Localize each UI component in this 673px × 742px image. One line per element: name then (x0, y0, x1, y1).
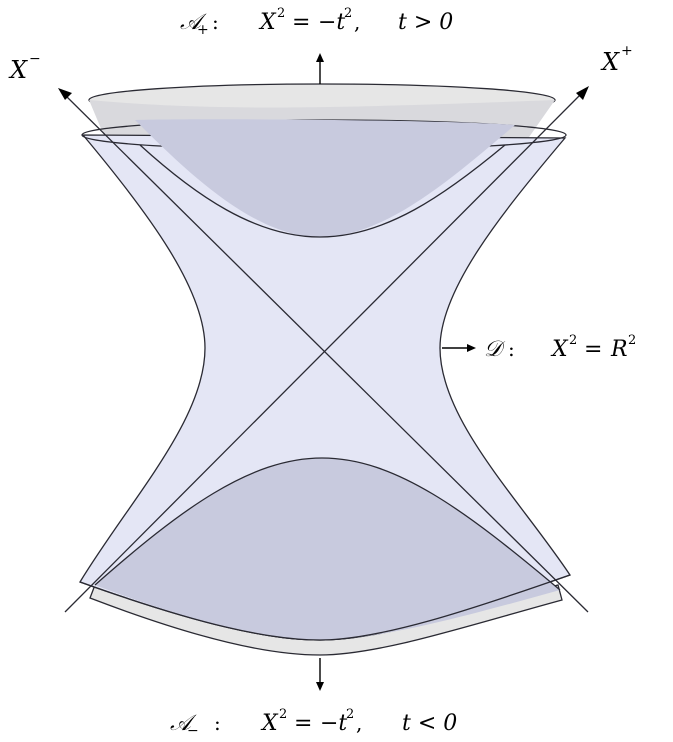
svg-text:+: + (197, 22, 209, 38)
svg-text:t < 0: t < 0 (402, 711, 457, 736)
svg-text:,: , (354, 10, 360, 34)
d-arrowhead (467, 344, 476, 352)
lower-cap-curve (94, 457, 561, 591)
svg-text:2: 2 (628, 333, 636, 348)
svg-text:+: + (621, 43, 633, 59)
svg-text:𝒟: 𝒟 (484, 337, 506, 362)
svg-text::: : (214, 711, 221, 735)
x-minus-label: X − (8, 51, 41, 84)
upper-cap-surface (135, 119, 515, 237)
d-label: 𝒟 : X 2 = R 2 (484, 333, 636, 362)
svg-text:2: 2 (277, 6, 285, 21)
svg-text:X: X (600, 48, 620, 76)
svg-text::: : (508, 337, 515, 361)
a-plus-arrowhead (316, 53, 324, 62)
svg-text:X: X (8, 56, 28, 84)
svg-text:X: X (258, 10, 277, 35)
svg-text:−t: −t (318, 10, 345, 35)
x-minus-axis-line (63, 93, 589, 613)
lower-cap-surface (95, 458, 560, 640)
x-plus-label: X + (600, 43, 633, 76)
x-plus-arrowhead (576, 86, 589, 100)
svg-text::: : (212, 10, 219, 34)
svg-text:=: = (294, 711, 312, 736)
upper-cap-curve (139, 144, 506, 238)
svg-text:X: X (260, 711, 279, 736)
svg-text:2: 2 (279, 707, 287, 722)
a-minus-arrowhead (316, 682, 324, 691)
svg-text:2: 2 (346, 707, 354, 722)
svg-text:X: X (550, 337, 569, 362)
svg-text:=: = (584, 337, 602, 362)
x-plus-axis-line (64, 91, 584, 613)
x-minus-arrowhead (58, 88, 72, 100)
svg-text:−: − (187, 723, 199, 739)
svg-text:−: − (29, 51, 41, 67)
svg-text:−t: −t (320, 711, 347, 736)
svg-text:2: 2 (569, 333, 577, 348)
svg-text:t > 0: t > 0 (398, 10, 453, 35)
svg-text:=: = (292, 10, 310, 35)
svg-text:,: , (356, 711, 362, 735)
svg-text:2: 2 (344, 6, 352, 21)
svg-text:R: R (610, 337, 628, 362)
a-plus-label: 𝒜 + : X 2 = −t 2 , t > 0 (180, 6, 453, 38)
a-minus-label: 𝒜 − : X 2 = −t 2 , t < 0 (170, 707, 457, 739)
hyperboloid-lower-outline (79, 574, 571, 641)
